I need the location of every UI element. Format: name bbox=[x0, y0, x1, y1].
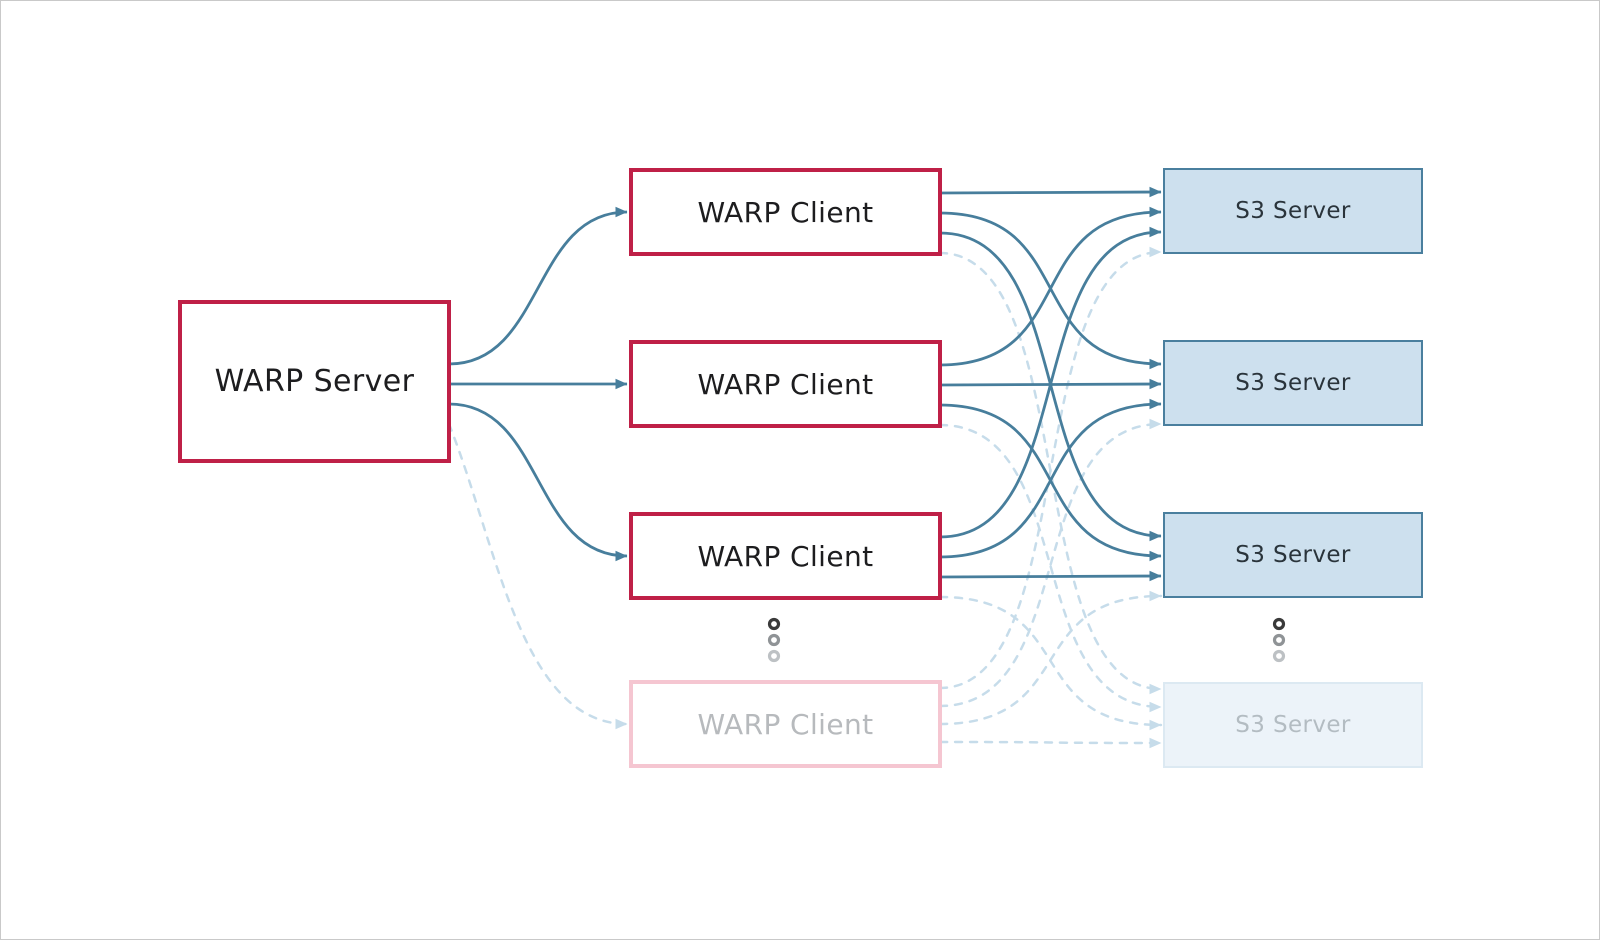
warp-client-4-label: WARP Client bbox=[697, 707, 874, 741]
s3-server-2-node: S3 Server bbox=[1163, 340, 1423, 426]
s3-server-4-label: S3 Server bbox=[1235, 712, 1351, 738]
s3-server-3-node: S3 Server bbox=[1163, 512, 1423, 598]
s3-server-4-faded-node: S3 Server bbox=[1163, 682, 1423, 768]
warp-server-node: WARP Server bbox=[178, 300, 451, 463]
edge-warp_client_1-to-s3_server_1 bbox=[939, 186, 1162, 198]
edge-warp_client_4-to-s3_server_2 bbox=[938, 418, 1163, 708]
warp-client-4-faded-node: WARP Client bbox=[629, 680, 942, 768]
edge-warp_client_2-to-s3_server_1 bbox=[939, 206, 1162, 367]
s3-server-1-node: S3 Server bbox=[1163, 168, 1423, 254]
edge-warp_server-to-warp_client_3 bbox=[448, 402, 628, 562]
edge-warp_client_3-to-s3_server_3 bbox=[939, 570, 1162, 582]
warp-client-2-label: WARP Client bbox=[697, 367, 874, 401]
s3-server-2-label: S3 Server bbox=[1235, 370, 1351, 396]
edge-warp_server-to-warp_client_4 bbox=[447, 422, 629, 730]
warp-server-label: WARP Server bbox=[214, 364, 415, 399]
warp-client-1-label: WARP Client bbox=[697, 195, 874, 229]
warp-client-3-node: WARP Client bbox=[629, 512, 942, 600]
warp-client-2-node: WARP Client bbox=[629, 340, 942, 428]
ellipsis-dots-clients bbox=[767, 617, 781, 663]
edge-warp_client_3-to-s3_server_1 bbox=[939, 226, 1162, 539]
s3-server-1-label: S3 Server bbox=[1235, 198, 1351, 224]
edge-warp_client_3-to-s3_server_2 bbox=[939, 398, 1162, 559]
ellipsis-dots-servers bbox=[1272, 617, 1286, 663]
edge-warp_client_4-to-s3_server_1 bbox=[938, 246, 1163, 690]
edge-warp_client_4-to-s3_server_3 bbox=[938, 590, 1163, 726]
warp-client-1-node: WARP Client bbox=[629, 168, 942, 256]
edge-warp_client_2-to-s3_server_4 bbox=[938, 423, 1163, 713]
edge-warp_server-to-warp_client_1 bbox=[448, 206, 628, 366]
s3-server-3-label: S3 Server bbox=[1235, 542, 1351, 568]
edge-warp_client_4-to-s3_server_4 bbox=[938, 737, 1163, 749]
warp-client-3-label: WARP Client bbox=[697, 539, 874, 573]
